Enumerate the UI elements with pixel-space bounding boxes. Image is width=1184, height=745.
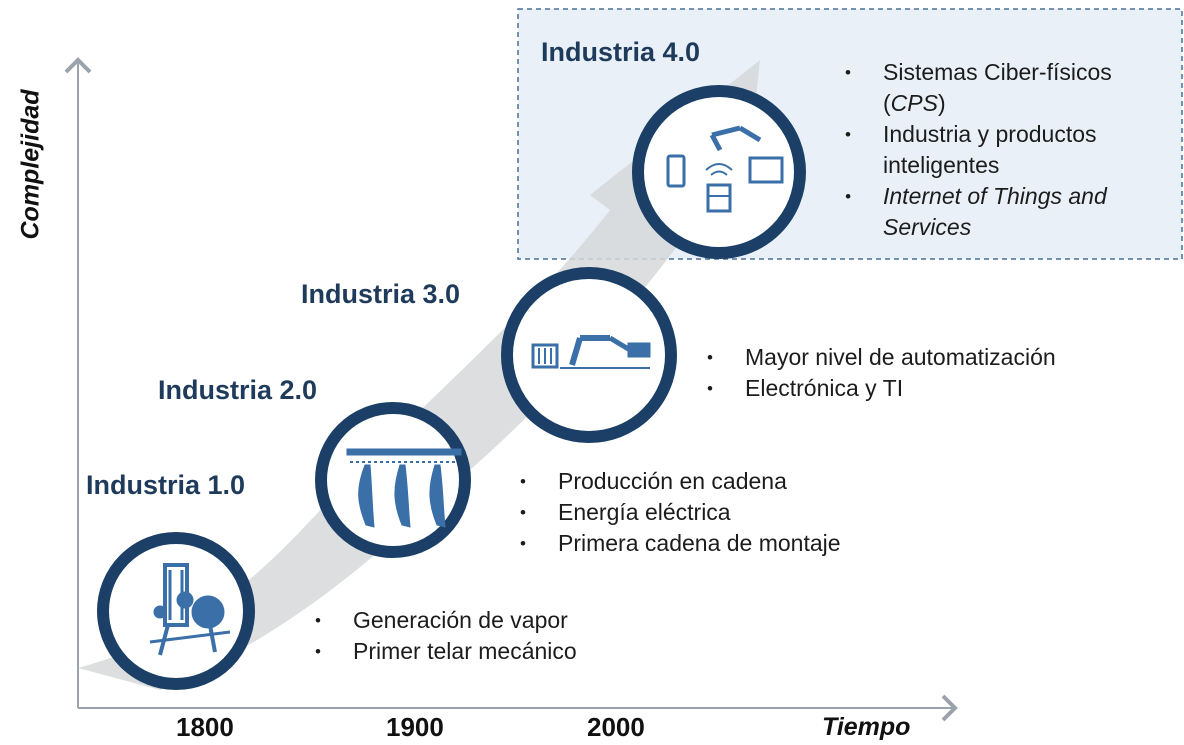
y-axis-label: Complejidad [16, 89, 45, 240]
cyber-physical-icon [666, 125, 784, 213]
list-item: Internet of Things and Services [845, 181, 1177, 243]
industria-4-bullets: Sistemas Ciber-físicos (CPS) Industria y… [845, 57, 1177, 243]
list-item: Mayor nivel de automatización [707, 342, 1177, 373]
industria-3-title: Industria 3.0 [301, 279, 461, 309]
industria-4-title: Industria 4.0 [541, 37, 701, 67]
list-item: Electrónica y TI [707, 373, 1177, 404]
industria-1-bullets: Generación de vapor Primer telar mecánic… [315, 605, 715, 667]
industria-3-circle [501, 267, 677, 443]
list-item: Energía eléctrica [520, 497, 980, 528]
list-item: Primera cadena de montaje [520, 528, 980, 559]
year-2000: 2000 [587, 712, 645, 742]
steam-loom-icon [149, 563, 231, 656]
list-item: Generación de vapor [315, 605, 715, 636]
list-item: Sistemas Ciber-físicos (CPS) [845, 57, 1177, 119]
assembly-line-icon [346, 448, 462, 528]
industria-4-circle [632, 85, 806, 259]
list-item: Producción en cadena [520, 466, 980, 497]
year-1900: 1900 [386, 712, 444, 742]
robot-arm-icon [531, 335, 651, 369]
year-1800: 1800 [176, 712, 234, 742]
industria-3-bullets: Mayor nivel de automatización Electrónic… [707, 342, 1177, 404]
industria-2-bullets: Producción en cadena Energía eléctrica P… [520, 466, 980, 559]
list-item: Industria y productos inteligentes [845, 119, 1177, 181]
industria-1-circle [97, 532, 255, 690]
list-item: Primer telar mecánico [315, 636, 715, 667]
x-axis-label: Tiempo [822, 713, 911, 741]
industria-2-circle [315, 402, 471, 558]
industria-2-title: Industria 2.0 [158, 375, 318, 405]
industria-1-title: Industria 1.0 [86, 470, 246, 500]
